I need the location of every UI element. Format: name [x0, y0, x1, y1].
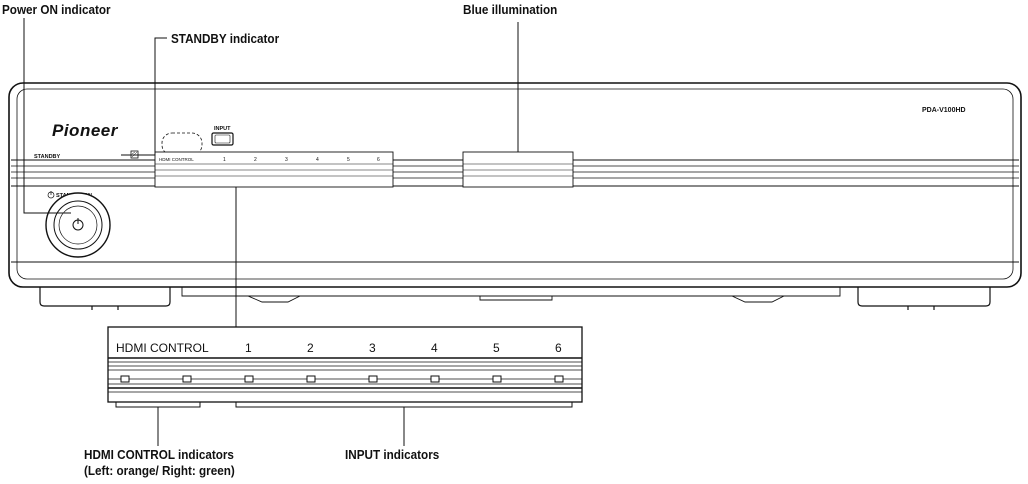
detail-input-number: 5	[493, 341, 500, 355]
panel-input-number: 3	[285, 157, 288, 163]
panel-input-number: 1	[223, 157, 226, 163]
input-indicator-1	[244, 375, 254, 383]
detail-input-number: 6	[555, 341, 562, 355]
panel-input-number: 4	[316, 157, 319, 163]
callout-standby: STANDBY indicator	[171, 31, 280, 46]
detail-input-number: 4	[431, 341, 438, 355]
brand-logo: Pioneer	[52, 121, 119, 140]
detail-input-number: 3	[369, 341, 376, 355]
panel-indicator-strip: HDMI CONTROL 1 2 3 4 5 6	[154, 151, 394, 188]
panel-input-number: 6	[377, 157, 380, 163]
callout-hdmi-indicators-colors: (Left: orange/ Right: green)	[84, 463, 235, 478]
input-indicator-6	[554, 375, 564, 383]
panel-hdmi-label: HDMI CONTROL	[159, 157, 194, 162]
indicator-detail-box: HDMI CONTROL 1 2 3 4 5 6	[107, 326, 583, 403]
input-indicator-3	[368, 375, 378, 383]
callout-blue-illumination: Blue illumination	[463, 2, 558, 17]
detail-hdmi-label: HDMI CONTROL	[116, 341, 209, 355]
detail-input-number: 2	[307, 341, 314, 355]
input-indicator-5	[492, 375, 502, 383]
hdmi-control-indicator-green	[182, 375, 192, 383]
input-indicator-4	[430, 375, 440, 383]
power-button[interactable]	[45, 192, 111, 258]
standby-label: STANDBY	[34, 154, 61, 160]
blue-illumination-window	[462, 151, 574, 188]
panel-input-number: 2	[254, 157, 257, 163]
detail-input-number: 1	[245, 341, 252, 355]
hdmi-control-indicator-orange	[120, 375, 130, 383]
input-indicator-2	[306, 375, 316, 383]
hdmi-indicator-dashed-area	[161, 132, 203, 156]
leader-lines	[23, 18, 573, 446]
device-feet	[39, 287, 991, 310]
input-button-label: INPUT	[214, 126, 231, 132]
callout-hdmi-indicators: HDMI CONTROL indicators	[84, 447, 234, 462]
model-name: PDA-V100HD	[922, 107, 966, 114]
panel-input-number: 5	[347, 157, 350, 163]
callout-input-indicators: INPUT indicators	[345, 447, 440, 462]
input-button[interactable]	[211, 132, 234, 146]
callout-power-on: Power ON indicator	[2, 2, 111, 17]
